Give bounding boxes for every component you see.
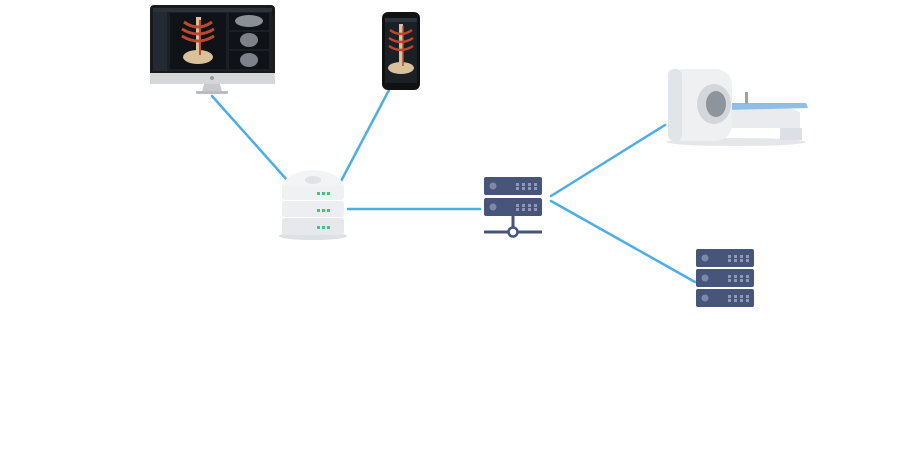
imac-stand xyxy=(202,84,222,92)
ct-slice-panes xyxy=(229,13,269,69)
volume-render-pane xyxy=(170,13,226,69)
smartphone-viewer-icon xyxy=(382,12,420,90)
status-leds xyxy=(317,192,330,229)
link-mobile-edge-server xyxy=(338,88,391,185)
link-network-server-ct-scanner xyxy=(549,123,667,198)
white-server-icon xyxy=(279,170,347,240)
ct-scanner-icon xyxy=(666,69,808,146)
connection-lines xyxy=(210,88,697,284)
server-stack-icon xyxy=(696,249,754,307)
imac-viewer-icon xyxy=(150,5,275,94)
link-workstation-edge-server xyxy=(210,94,289,182)
network-server-icon xyxy=(484,177,542,238)
link-network-server-storage xyxy=(549,199,697,284)
